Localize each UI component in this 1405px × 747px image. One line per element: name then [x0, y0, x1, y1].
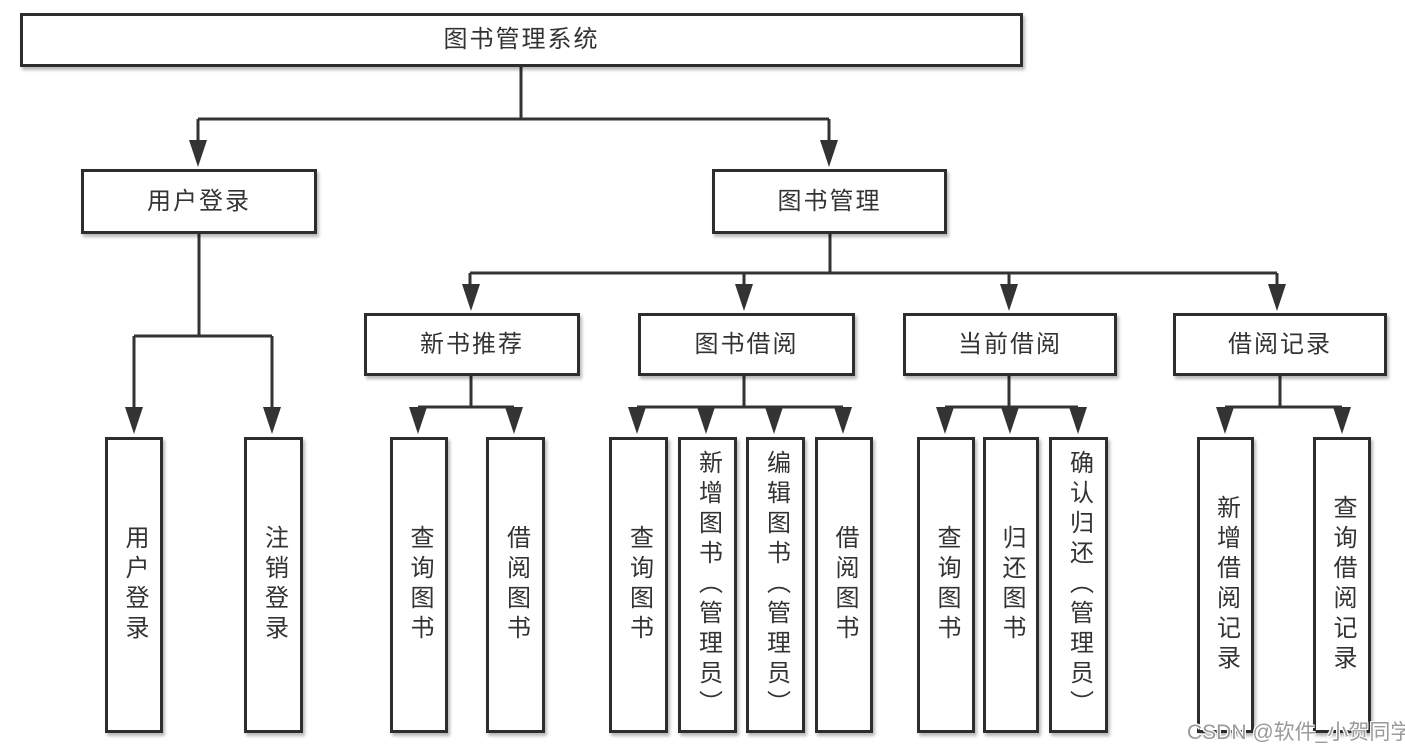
arrowhead	[1268, 284, 1286, 311]
leaf-return-books-label: 归还图书	[998, 525, 1025, 645]
node-book-management: 图书管理	[712, 169, 947, 234]
leaf-query-books-current-label: 查询图书	[933, 525, 960, 645]
book-borrow-fork-line	[635, 376, 845, 411]
leaf-user-login-label: 用户登录	[121, 525, 148, 645]
node-current-borrow-label: 当前借阅	[958, 330, 1062, 358]
node-user-login-label: 用户登录	[147, 187, 251, 215]
arrowhead	[1000, 284, 1018, 311]
node-user-login: 用户登录	[81, 169, 317, 234]
root-fork-line	[196, 67, 831, 144]
leaf-borrow-books-recommend: 借阅图书	[486, 437, 545, 733]
leaf-add-books-admin: 新增图书（管理员）	[678, 437, 737, 733]
leaf-confirm-return-admin: 确认归还（管理员）	[1049, 437, 1108, 733]
arrowhead	[409, 407, 427, 434]
node-new-book-recommend: 新书推荐	[364, 313, 580, 376]
leaf-return-books: 归还图书	[983, 437, 1039, 733]
current-borrow-fork-line	[943, 376, 1080, 411]
watermark-text: CSDN @软件_小贺同学	[1187, 721, 1405, 744]
node-borrow-records-label: 借阅记录	[1228, 330, 1332, 358]
node-book-management-label: 图书管理	[777, 187, 882, 215]
user-login-fork-line	[132, 234, 274, 411]
leaf-query-borrow-record: 查询借阅记录	[1313, 437, 1371, 733]
arrowhead	[697, 407, 715, 434]
new-book-recommend-fork-line	[416, 376, 516, 411]
leaf-query-books-recommend-label: 查询图书	[406, 525, 433, 645]
arrowhead	[1069, 407, 1087, 434]
leaf-borrow-books-label: 借阅图书	[831, 525, 858, 645]
arrowhead	[834, 407, 852, 434]
arrowhead	[765, 407, 783, 434]
node-borrow-records: 借阅记录	[1173, 313, 1387, 376]
leaf-edit-books-admin: 编辑图书（管理员）	[746, 437, 805, 733]
arrowhead	[263, 407, 281, 434]
arrowhead	[1216, 407, 1234, 434]
leaf-logout-label: 注销登录	[260, 525, 288, 645]
leaf-add-borrow-record: 新增借阅记录	[1197, 437, 1254, 733]
leaf-edit-books-admin-label: 编辑图书（管理员）	[762, 450, 790, 720]
leaf-confirm-return-admin-label: 确认归还（管理员）	[1065, 450, 1093, 720]
book-management-fork-line	[468, 234, 1279, 288]
leaf-borrow-books-recommend-label: 借阅图书	[502, 525, 530, 645]
leaf-user-login: 用户登录	[105, 437, 163, 733]
leaf-add-borrow-record-label: 新增借阅记录	[1212, 495, 1240, 675]
node-book-borrow-label: 图书借阅	[694, 330, 799, 358]
arrowhead	[820, 140, 838, 167]
connector-paths	[132, 67, 1344, 411]
leaf-query-books-borrow: 查询图书	[609, 437, 668, 733]
arrowheads	[125, 140, 1351, 434]
leaf-query-books-current: 查询图书	[917, 437, 975, 733]
arrowhead	[628, 407, 646, 434]
arrowhead	[189, 140, 207, 167]
node-book-borrow: 图书借阅	[638, 313, 855, 376]
leaf-add-books-admin-label: 新增图书（管理员）	[694, 450, 722, 720]
leaf-query-borrow-record-label: 查询借阅记录	[1329, 495, 1356, 675]
arrowhead	[1001, 407, 1019, 434]
leaf-borrow-books: 借阅图书	[815, 437, 873, 733]
arrowhead	[125, 407, 143, 434]
arrowhead	[735, 284, 753, 311]
node-new-book-recommend-label: 新书推荐	[420, 330, 524, 358]
borrow-records-fork-line	[1223, 376, 1344, 411]
leaf-query-books-recommend: 查询图书	[390, 437, 448, 733]
arrowhead	[505, 407, 523, 434]
arrowhead	[1333, 407, 1351, 434]
arrowhead	[936, 407, 954, 434]
leaf-query-books-borrow-label: 查询图书	[625, 525, 653, 645]
node-current-borrow: 当前借阅	[903, 313, 1117, 376]
node-root: 图书管理系统	[20, 13, 1023, 67]
arrowhead	[462, 284, 480, 311]
node-root-label: 图书管理系统	[443, 26, 600, 53]
leaf-logout: 注销登录	[244, 437, 303, 733]
